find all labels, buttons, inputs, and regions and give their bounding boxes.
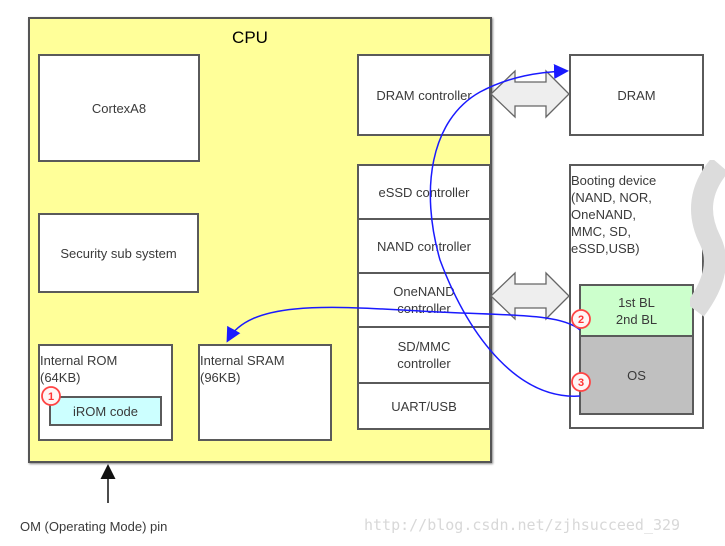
onenand-controller-label-1: OneNAND: [393, 284, 455, 299]
watermark-url: http://blog.csdn.net/zjhsucceed_329: [364, 516, 681, 534]
security-subsystem-label: Security sub system: [60, 245, 177, 261]
sdmmc-controller-label-2: controller: [397, 356, 451, 371]
dram-bus-arrow: [490, 69, 570, 119]
booting-device-label-3: OneNAND,: [571, 207, 637, 222]
nand-controller-label: NAND controller: [377, 238, 471, 254]
cortexa8-block: CortexA8: [38, 54, 200, 162]
os-label: OS: [627, 367, 646, 383]
controller-stack: eSSD controller NAND controller OneNAND …: [357, 164, 491, 430]
cortexa8-label: CortexA8: [91, 100, 147, 116]
booting-device-label-4: MMC, SD,: [571, 224, 631, 239]
dram-controller-block: DRAM controller: [357, 54, 491, 136]
internal-sram-label: Internal SRAM: [200, 353, 285, 368]
os-block: OS: [579, 335, 694, 415]
security-subsystem-block: Security sub system: [38, 213, 199, 293]
bootloader-block: 1st BL 2nd BL: [579, 284, 694, 337]
booting-device-label-1: Booting device: [571, 173, 657, 188]
onenand-controller-label-2: controller: [397, 301, 451, 316]
sdmmc-controller: SD/MMC controller: [357, 326, 491, 382]
sdmmc-controller-label-1: SD/MMC: [397, 339, 451, 354]
booting-device-label-5: eSSD,USB): [571, 241, 640, 256]
cpu-label: CPU: [232, 28, 268, 47]
essd-controller: eSSD controller: [357, 164, 491, 218]
dram-controller-label: DRAM controller: [376, 87, 472, 103]
essd-controller-label: eSSD controller: [378, 184, 470, 200]
nand-controller: NAND controller: [357, 218, 491, 272]
second-bl-label: 2nd BL: [615, 311, 658, 327]
dram-label: DRAM: [617, 87, 656, 103]
internal-rom-label: Internal ROM: [40, 353, 118, 368]
internal-sram-block: Internal SRAM (96KB): [198, 344, 332, 441]
dram-block: DRAM: [569, 54, 704, 136]
uart-usb-controller: UART/USB: [357, 382, 491, 428]
om-pin-label: OM (Operating Mode) pin: [20, 519, 168, 534]
watermark-arc: [690, 160, 725, 317]
onenand-controller: OneNAND controller: [357, 272, 491, 326]
irom-code-block: iROM code: [49, 396, 162, 426]
booting-device-label-2: (NAND, NOR,: [571, 190, 652, 205]
uart-usb-controller-label: UART/USB: [391, 398, 457, 414]
irom-code-label: iROM code: [72, 403, 139, 419]
internal-rom-size: (64KB): [40, 370, 81, 385]
internal-rom-block: Internal ROM (64KB): [38, 344, 173, 441]
first-bl-label: 1st BL: [618, 294, 655, 310]
internal-sram-size: (96KB): [200, 370, 241, 385]
boot-bus-arrow: [490, 271, 570, 321]
